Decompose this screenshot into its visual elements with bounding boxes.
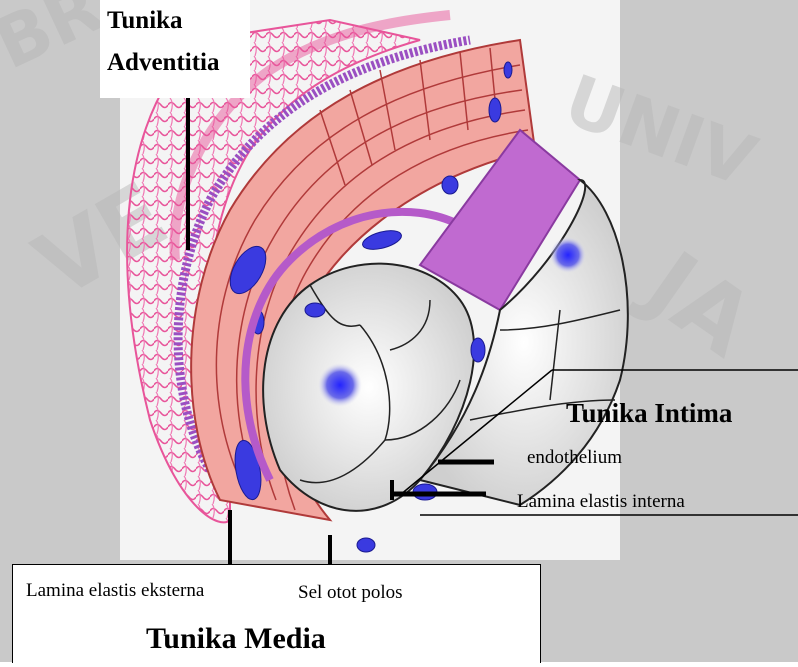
lamina-elastis-eksterna-label: Lamina elastis eksterna [26,580,204,602]
sel-otot-polos-label: Sel otot polos [298,582,403,604]
tunika-media-label: Tunika Media [146,622,326,656]
lamina-elastis-interna-label: Lamina elastis interna [517,491,685,513]
endothelial-nucleus [550,237,586,273]
tunika-adventitia-label-line1: Tunika [107,6,183,36]
endothelial-nucleus [318,363,362,407]
endothelium-label: endothelium [527,447,622,469]
tunika-intima-label: Tunika Intima [566,398,732,428]
tunika-adventitia-label-line2: Adventitia [107,48,220,78]
